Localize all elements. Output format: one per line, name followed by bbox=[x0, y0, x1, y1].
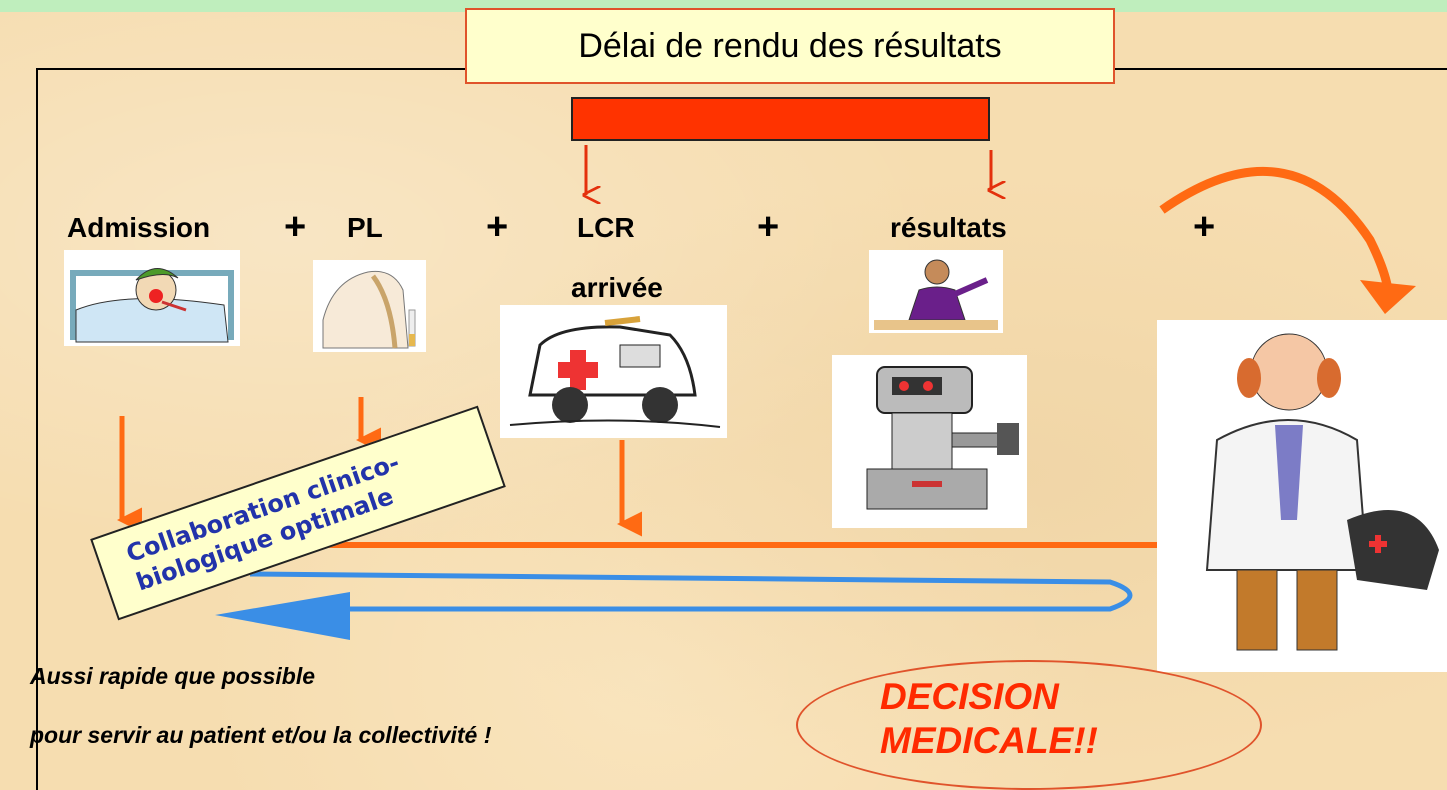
step-resultats: résultats bbox=[890, 212, 1007, 243]
step-pl: PL bbox=[347, 212, 383, 243]
step-admission: Admission bbox=[67, 212, 211, 243]
plus-sign-2: + bbox=[486, 206, 509, 248]
turnaround-time-bar bbox=[571, 97, 990, 141]
plus-sign-1: + bbox=[284, 206, 307, 248]
lab-robot-image bbox=[832, 355, 1027, 528]
plus-sign-3: + bbox=[757, 206, 780, 248]
curved-arrow-to-doctor bbox=[1159, 166, 1393, 291]
ambulance-image bbox=[500, 305, 727, 438]
lumbar-puncture-image bbox=[313, 260, 426, 352]
blue-return-loop bbox=[249, 571, 1133, 612]
doctor-image bbox=[1157, 320, 1447, 672]
lab-technician-image bbox=[869, 250, 1003, 333]
step-arrivee: arrivée bbox=[571, 272, 663, 303]
decision-line-2: MEDICALE!! bbox=[880, 720, 1098, 761]
curved-arrow-head bbox=[1360, 280, 1416, 314]
note-line-2: pour servir au patient et/ou la collecti… bbox=[30, 722, 492, 748]
step-lcr: LCR bbox=[577, 212, 635, 243]
decision-line-1: DECISION bbox=[880, 676, 1059, 717]
patient-in-bed-image bbox=[64, 250, 240, 346]
slide-title: Délai de rendu des résultats bbox=[465, 8, 1115, 84]
decision-oval bbox=[796, 660, 1262, 790]
blue-arrow-head bbox=[215, 592, 350, 640]
decision-label: DECISION MEDICALE!! bbox=[880, 675, 1140, 763]
note-line-1: Aussi rapide que possible bbox=[30, 663, 316, 689]
plus-sign-4: + bbox=[1193, 206, 1216, 248]
